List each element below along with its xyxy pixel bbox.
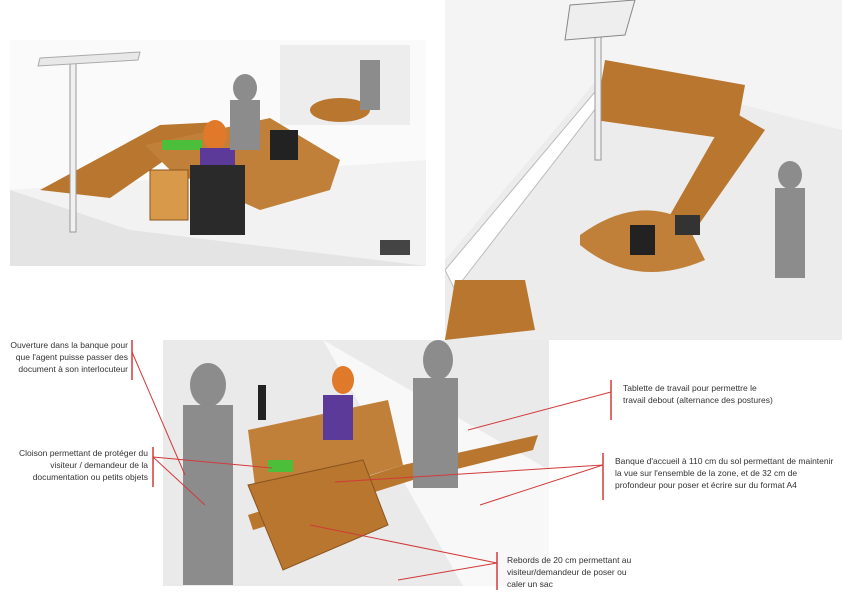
render-visitor-view — [163, 340, 549, 586]
annotation-ouverture: Ouverture dans la banque pour que l'agen… — [10, 340, 128, 374]
annotation-banque: Banque d'accueil à 110 cm du sol permett… — [615, 456, 834, 490]
annotation-cloison: Cloison permettant de protéger du visite… — [19, 448, 148, 482]
render-top-view — [445, 0, 842, 340]
annotation-rebords: Rebords de 20 cm permettant au visiteur/… — [507, 555, 632, 589]
render-perspective-agent-view — [10, 40, 426, 266]
annotation-tablette: Tablette de travail pour permettre le tr… — [623, 383, 773, 405]
